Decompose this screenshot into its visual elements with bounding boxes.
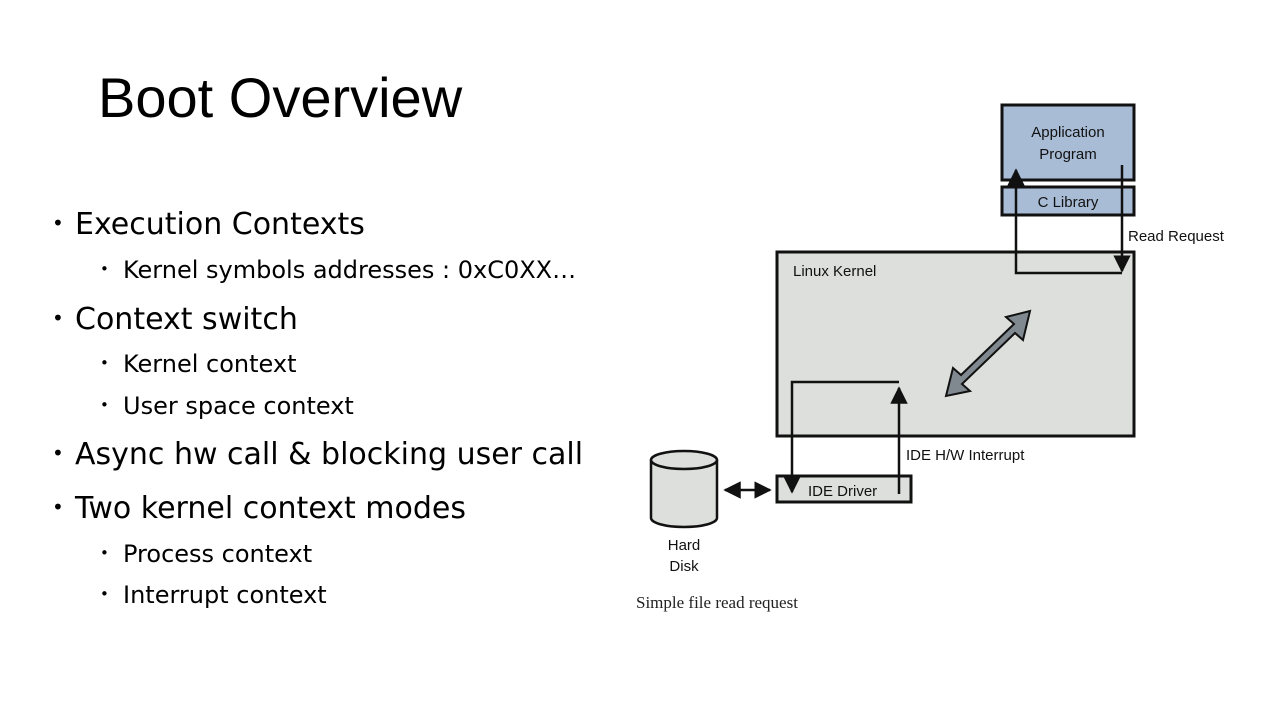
c-library-box xyxy=(1000,185,1136,217)
linux-kernel-box xyxy=(775,250,1136,438)
bullet-text: Two kernel context modes xyxy=(75,491,467,526)
bullet-subitem: • Interrupt context xyxy=(100,581,327,609)
return-up-arrow xyxy=(1007,168,1122,275)
bullet-text: Context switch xyxy=(75,302,298,337)
c-library-label: C Library xyxy=(1038,194,1099,211)
bullet-dot-icon: • xyxy=(100,396,109,414)
diagram-caption: Simple file read request xyxy=(636,593,798,612)
application-program-label-line1: Application xyxy=(1031,124,1104,141)
bullet-text: Interrupt context xyxy=(123,581,327,609)
bullet-text: User space context xyxy=(123,392,354,420)
bullet-text: Execution Contexts xyxy=(75,207,365,242)
bullet-text: Kernel symbols addresses : 0xC0XX… xyxy=(123,256,577,284)
bullet-dot-icon: • xyxy=(100,260,109,278)
hard-disk-icon xyxy=(649,449,719,529)
bullet-item: • Two kernel context modes xyxy=(52,491,466,526)
ide-driver-label: IDE Driver xyxy=(808,483,877,500)
bullet-text: Kernel context xyxy=(123,350,297,378)
bullet-dot-icon: • xyxy=(52,494,64,519)
linux-kernel-label: Linux Kernel xyxy=(793,263,876,280)
bullet-item: • Context switch xyxy=(52,302,298,337)
bullet-dot-icon: • xyxy=(100,585,109,603)
bullet-item: • Execution Contexts xyxy=(52,207,365,242)
bullet-dot-icon: • xyxy=(100,544,109,562)
bullet-dot-icon: • xyxy=(100,354,109,372)
bullet-dot-icon: • xyxy=(52,440,64,465)
bullet-dot-icon: • xyxy=(52,305,64,330)
bullet-text: Async hw call & blocking user call xyxy=(75,437,584,472)
bullet-subitem: • Process context xyxy=(100,540,312,568)
bullet-subitem: • Kernel symbols addresses : 0xC0XX… xyxy=(100,256,576,284)
read-request-label: Read Request xyxy=(1128,228,1225,245)
bullet-subitem: • Kernel context xyxy=(100,350,296,378)
bullet-subitem: • User space context xyxy=(100,392,354,420)
application-program-label-line2: Program xyxy=(1039,146,1097,163)
kernel-to-driver-arrow xyxy=(783,380,899,494)
bullet-text: Process context xyxy=(123,540,313,568)
application-program-box xyxy=(1000,103,1136,182)
ide-interrupt-label: IDE H/W Interrupt xyxy=(906,447,1025,464)
double-arrow-icon xyxy=(944,309,1032,398)
hard-disk-label-line2: Disk xyxy=(669,558,699,575)
hard-disk-label-line1: Hard xyxy=(668,537,701,554)
bullet-item: • Async hw call & blocking user call xyxy=(52,437,583,472)
bullet-dot-icon: • xyxy=(52,210,64,235)
slide-title: Boot Overview xyxy=(98,66,463,129)
